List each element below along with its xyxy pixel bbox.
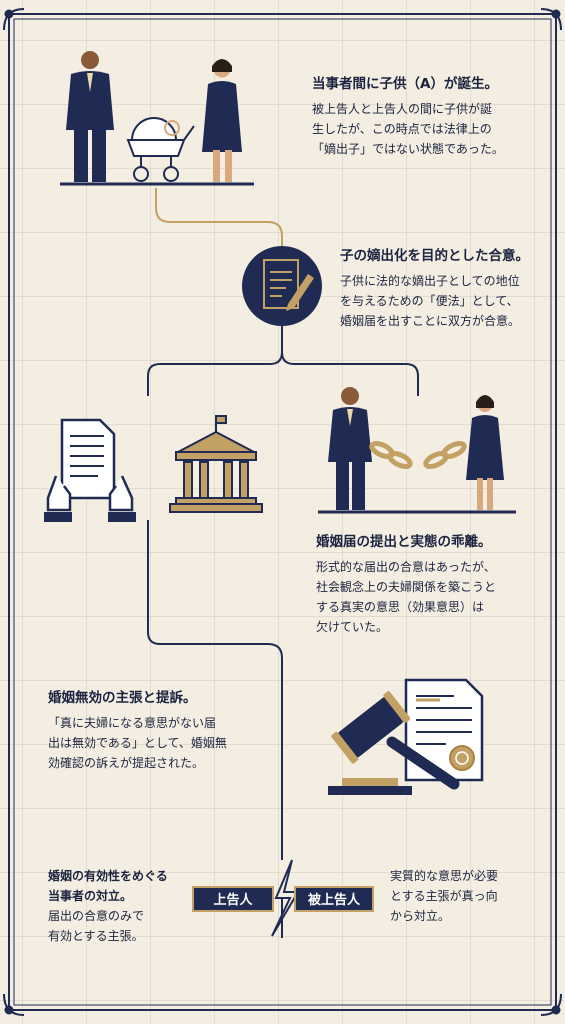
section-body: 子供に法的な嫡出子としての地位 を与えるための「便法」として、 婚姻届を出すこと… [340,274,521,328]
conflict-heading: 婚姻の有効性をめぐる 当事者の対立。 [48,869,168,903]
chained-couple-icon [318,387,516,514]
document-signing-icon [242,246,322,326]
section-birth: 当事者間に子供（A）が誕生。 被上告人と上告人の間に子供が誕 生したが、この時点… [312,74,532,159]
section-body: 形式的な届出の合意はあったが、 社会観念上の夫婦関係を築こうと する真実の意思（… [316,560,497,634]
section-body: 「真に夫婦になる意思がない届 出は無効である」として、婚姻無 効確認の訴えが提起… [48,716,227,770]
family-with-stroller-icon [60,51,254,186]
courthouse-icon [169,415,263,513]
page-frame [3,8,562,1016]
conflict-right: 実質的な意思が必要 とする主張が真っ向 から対立。 [390,866,540,926]
section-agreement: 子の嫡出化を目的とした合意。 子供に法的な嫡出子としての地位 を与えるための「便… [340,246,550,331]
appellant-badge: 上告人 [192,886,274,912]
conflict-left-body: 届出の合意のみで 有効とする主張。 [48,909,145,943]
appellee-badge: 被上告人 [294,886,374,912]
section-lawsuit: 婚姻無効の主張と提訴。 「真に夫婦になる意思がない届 出は無効である」として、婚… [48,688,278,773]
section-divergence: 婚姻届の提出と実態の乖離。 形式的な届出の合意はあったが、 社会観念上の夫婦関係… [316,532,546,637]
form-in-hands-icon [44,418,136,522]
lightning-split-icon [271,859,300,937]
section-body: 被上告人と上告人の間に子供が誕 生したが、この時点では法律上の 「嫡出子」ではな… [312,102,504,156]
section-heading: 当事者間に子供（A）が誕生。 [312,76,498,92]
gavel-icon [328,691,460,795]
conflict-left: 婚姻の有効性をめぐる 当事者の対立。 届出の合意のみで 有効とする主張。 [48,866,198,946]
conflict-right-body: 実質的な意思が必要 とする主張が真っ向 から対立。 [390,869,499,923]
section-heading: 婚姻無効の主張と提訴。 [48,690,197,706]
certificate-icon [404,678,484,782]
section-heading: 子の嫡出化を目的とした合意。 [340,248,529,264]
section-heading: 婚姻届の提出と実態の乖離。 [316,534,492,550]
